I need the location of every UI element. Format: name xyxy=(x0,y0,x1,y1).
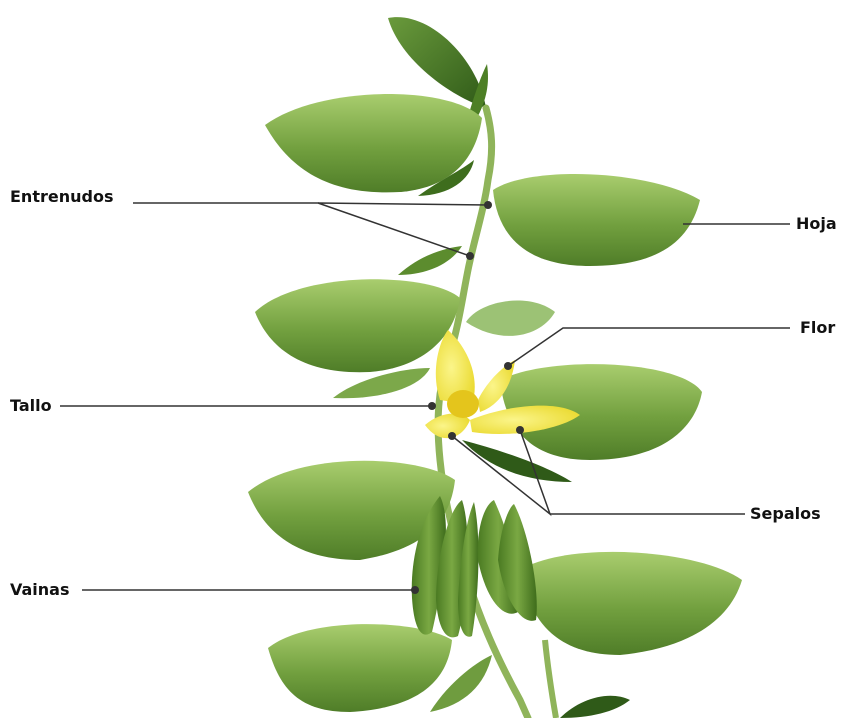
dot-sepalo-1 xyxy=(448,432,456,440)
leaf-11 xyxy=(268,624,452,712)
flower-center xyxy=(447,390,479,418)
dot-tallo xyxy=(428,402,436,410)
vanilla-pods xyxy=(412,496,537,637)
label-vainas: Vainas xyxy=(10,580,70,600)
dot-entrenudo-1 xyxy=(484,201,492,209)
leaf-2 xyxy=(493,174,700,266)
leaf-13 xyxy=(560,696,630,718)
leaf-10 xyxy=(520,552,742,655)
stem-branch xyxy=(545,640,556,718)
label-hoja: Hoja xyxy=(796,214,837,234)
flor-leader xyxy=(508,328,790,366)
label-sepalos: Sepalos xyxy=(750,504,821,524)
leaf-6 xyxy=(333,368,430,398)
leaf-5 xyxy=(466,301,555,336)
dot-vainas xyxy=(411,586,419,594)
dot-sepalo-2 xyxy=(516,426,524,434)
leaf-4 xyxy=(255,279,460,372)
leaf-top-left xyxy=(388,17,486,108)
label-tallo: Tallo xyxy=(10,396,52,416)
label-flor: Flor xyxy=(800,318,835,338)
dot-flor xyxy=(504,362,512,370)
label-entrenudos: Entrenudos xyxy=(10,187,113,207)
entrenudos-leader xyxy=(133,203,488,256)
dot-entrenudo-2 xyxy=(466,252,474,260)
